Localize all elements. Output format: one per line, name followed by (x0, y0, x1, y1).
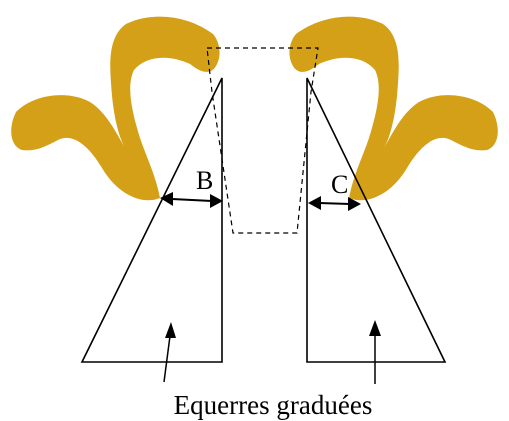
measure-c-arrow (308, 196, 361, 211)
left-horn (11, 16, 220, 201)
measure-c-label: C (331, 170, 348, 199)
left-pointer-arrow (163, 322, 176, 383)
measure-b-arrow (160, 192, 223, 208)
left-set-square (80, 77, 223, 363)
caption: Equerres graduées (174, 390, 373, 420)
right-pointer-arrow (369, 320, 381, 384)
dashed-outline (206, 47, 319, 234)
measure-b-label: B (196, 166, 213, 195)
right-horn (289, 16, 498, 201)
right-set-square (306, 77, 447, 363)
left-horn-shape (11, 16, 220, 201)
right-horn-shape (289, 16, 498, 201)
